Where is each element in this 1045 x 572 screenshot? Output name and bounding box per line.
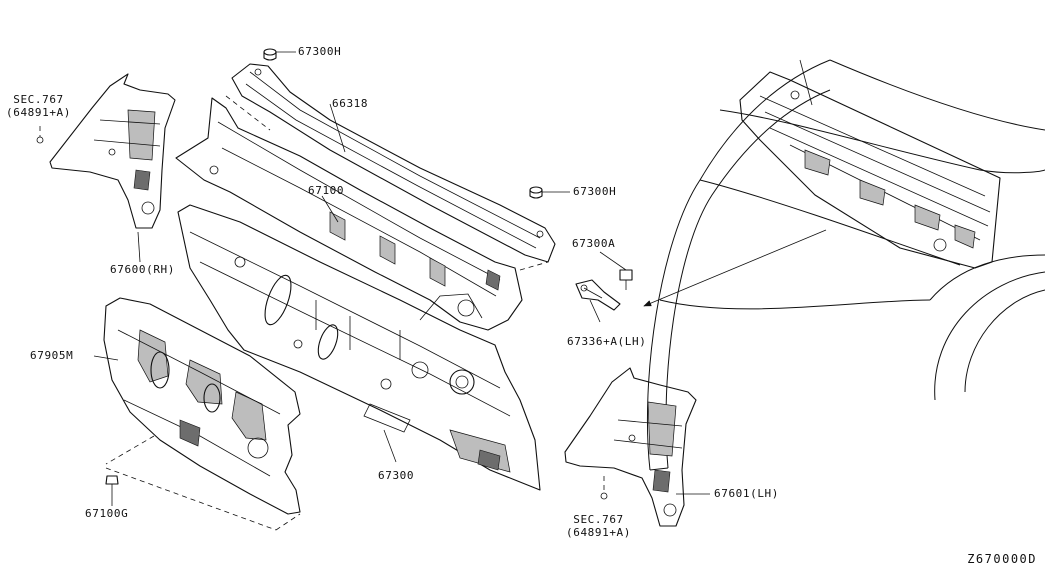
part-67300A-clip [619,269,633,290]
label-67300H-top: 67300H [298,45,342,58]
sec-767-right-item [600,476,608,500]
label-66318: 66318 [332,97,369,110]
part-67100-cowl [175,97,523,331]
label-67601-lh: 67601(LH) [714,487,780,500]
leader-lines [93,51,710,506]
sec-767-left-line1: SEC.767 [13,93,64,106]
vehicle-outline [646,59,1045,471]
label-sec-767-right: SEC.767 (64891+A) [566,513,632,539]
reference-arrow [643,229,827,307]
label-67336A-lh: 67336+A(LH) [567,335,647,348]
part-67601-side-panel-lh [564,367,697,527]
label-67300H-right: 67300H [573,185,617,198]
label-67100G: 67100G [85,507,129,520]
vehicle-cowl-detail [739,59,1001,269]
label-67300: 67300 [378,469,415,482]
sec-767-right-line2: (64891+A) [566,525,632,539]
label-67600-rh: 67600(RH) [110,263,176,276]
label-67100: 67100 [308,184,345,197]
part-66318-cowl-top [225,63,556,271]
sec-767-left-item [36,126,44,144]
part-67905M-insulator [103,297,301,531]
sec-767-right-line1: SEC.767 [573,513,624,526]
part-67300H-grommet-right [529,186,543,199]
part-67600-side-panel-rh [49,73,176,229]
sec-767-left-line2: (64891+A) [6,105,72,119]
part-67100G-clip [105,475,119,492]
label-67300A: 67300A [572,237,616,250]
part-67300-dash-panel [177,204,541,491]
diagram-code: Z670000D [967,552,1037,566]
part-67300H-grommet-top [263,48,277,61]
label-67905M: 67905M [30,349,74,362]
part-67336A-bracket [575,279,621,311]
label-sec-767-left: SEC.767 (64891+A) [6,93,72,119]
